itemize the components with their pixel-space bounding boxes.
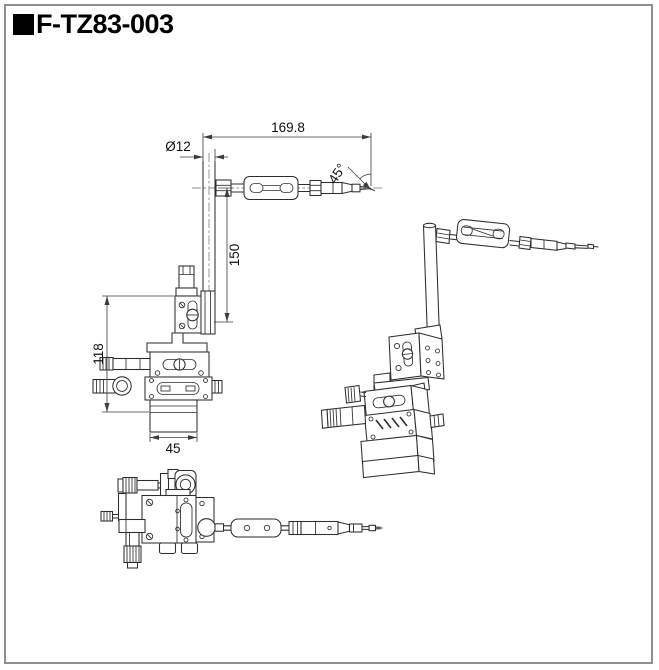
dimensions: 169.8 Ø12 45° 150 [91,120,372,456]
foot-left-top [158,542,177,555]
dim-stage-height: 118 [91,295,174,413]
part-number-title: F-TZ83-003 [36,9,174,39]
dimension-rod-height-label: 150 [227,244,242,267]
dimension-arm-length-label: 169.8 [271,120,305,135]
y-micrometer-iso [344,384,367,404]
dim-rod-diameter: Ø12 [165,139,228,163]
top-view [100,468,383,569]
dimension-base-width-label: 45 [165,441,180,456]
probe-arm-iso [449,219,599,251]
title-square-icon [13,14,34,35]
z-micrometer-front [175,265,198,297]
stage-assembly-front [92,265,223,433]
y-stage-front [149,351,210,378]
probe-arm-top [214,518,383,538]
z-stage-front [174,290,216,335]
stage-assembly-iso [320,324,445,479]
dimension-stage-height-label: 118 [91,343,106,365]
x-stage-front [144,376,223,401]
support-rod-front [202,161,216,291]
sheet-border [4,4,653,664]
dim-rod-height: 150 [214,187,242,323]
foot-right-top [180,542,199,555]
front-view: 169.8 Ø12 45° 150 [91,120,382,456]
title-block: F-TZ83-003 [13,11,174,38]
ball-joint-top [197,518,216,537]
z-micrometer-top [100,492,146,569]
x-ratchet-knob-front [92,376,132,396]
isometric-view [320,219,599,479]
l-bracket-front [146,332,208,353]
x-micrometer-top [117,476,165,494]
dimension-rod-diameter-label: Ø12 [165,139,191,154]
centerlines [192,153,382,300]
x-micrometer-iso [320,404,367,429]
base-block-front [149,399,198,433]
probe-arm-front [215,175,376,201]
support-rod-iso [422,222,451,339]
stage-block-top [141,494,216,544]
y-micrometer-front [99,356,151,371]
dim-base-width: 45 [149,433,198,456]
